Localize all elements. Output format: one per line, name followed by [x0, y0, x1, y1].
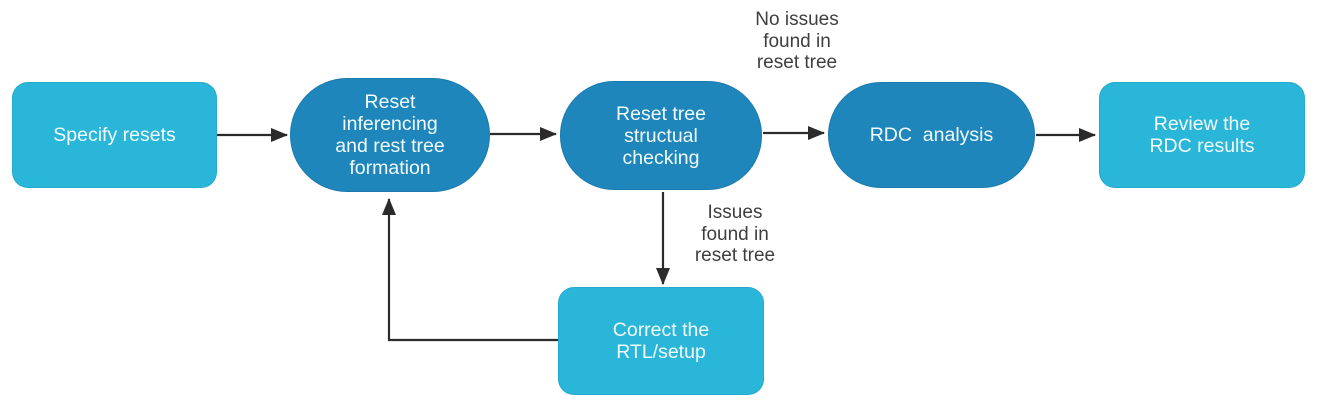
node-correct-rtl-setup-label: Correct the RTL/setup: [612, 319, 710, 363]
node-reset-tree-checking: Reset tree structual checking: [560, 81, 762, 190]
edge-label-no-issues: No issues found in reset tree: [755, 9, 839, 73]
node-rdc-analysis-label: RDC analysis: [869, 124, 994, 146]
node-reset-tree-checking-label: Reset tree structual checking: [616, 102, 706, 169]
node-correct-rtl-setup: Correct the RTL/setup: [558, 287, 764, 395]
node-specify-resets-label: Specify resets: [53, 124, 176, 146]
node-reset-inferencing-label: Reset inferencing and rest tree formatio…: [335, 91, 445, 179]
node-specify-resets: Specify resets: [12, 82, 217, 188]
node-review-rdc-results: Review the RDC results: [1099, 82, 1305, 188]
edge-label-issues: Issues found in reset tree: [694, 202, 776, 266]
node-rdc-analysis: RDC analysis: [828, 82, 1035, 188]
arrow-correct-to-inferencing-loop: [382, 198, 558, 342]
node-review-rdc-results-label: Review the RDC results: [1149, 113, 1255, 157]
node-reset-inferencing: Reset inferencing and rest tree formatio…: [290, 78, 490, 192]
